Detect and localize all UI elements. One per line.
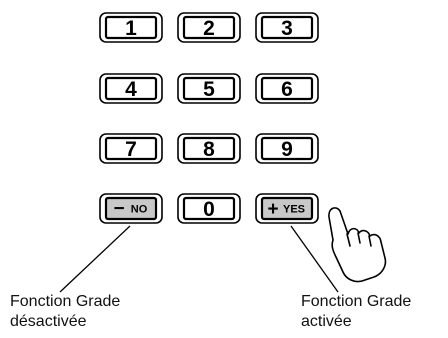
caption-grade-on-line2: activée xyxy=(301,313,352,330)
key-9[interactable]: 9 xyxy=(255,133,319,164)
caption-grade-on-line1: Fonction Grade xyxy=(301,293,412,310)
key-3[interactable]: 3 xyxy=(255,12,319,43)
key-5-label: 5 xyxy=(203,78,215,101)
key-0-label: 0 xyxy=(203,198,215,221)
pointing-hand-icon xyxy=(328,207,387,283)
key-0[interactable]: 0 xyxy=(177,193,241,224)
key-6-label: 6 xyxy=(281,78,293,101)
caption-grade-off-line2: désactivée xyxy=(10,313,87,330)
caption-grade-on: Fonction Grade activée xyxy=(301,292,411,332)
caption-grade-off: Fonction Grade désactivée xyxy=(10,292,120,332)
key-1-label: 1 xyxy=(125,17,137,40)
key-9-label: 9 xyxy=(281,138,293,161)
no-key-label: NO xyxy=(131,204,148,216)
key-1[interactable]: 1 xyxy=(99,12,163,43)
no-key-minus-sign: − xyxy=(113,199,124,220)
key-7[interactable]: 7 xyxy=(99,133,163,164)
key-4[interactable]: 4 xyxy=(99,73,163,104)
leader-line-no xyxy=(59,225,131,293)
key-4-label: 4 xyxy=(125,78,137,101)
key-7-label: 7 xyxy=(125,138,137,161)
key-2-label: 2 xyxy=(203,17,215,40)
yes-key[interactable]: + YES xyxy=(255,193,319,224)
caption-grade-off-line1: Fonction Grade xyxy=(10,293,121,310)
key-8-label: 8 xyxy=(203,138,215,161)
yes-key-plus-sign: + xyxy=(267,199,278,220)
leader-line-yes xyxy=(290,225,339,293)
no-key[interactable]: −NO xyxy=(99,193,163,224)
key-3-label: 3 xyxy=(281,17,293,40)
key-5[interactable]: 5 xyxy=(177,73,241,104)
key-2[interactable]: 2 xyxy=(177,12,241,43)
yes-key-label: YES xyxy=(283,204,305,216)
key-6[interactable]: 6 xyxy=(255,73,319,104)
key-8[interactable]: 8 xyxy=(177,133,241,164)
